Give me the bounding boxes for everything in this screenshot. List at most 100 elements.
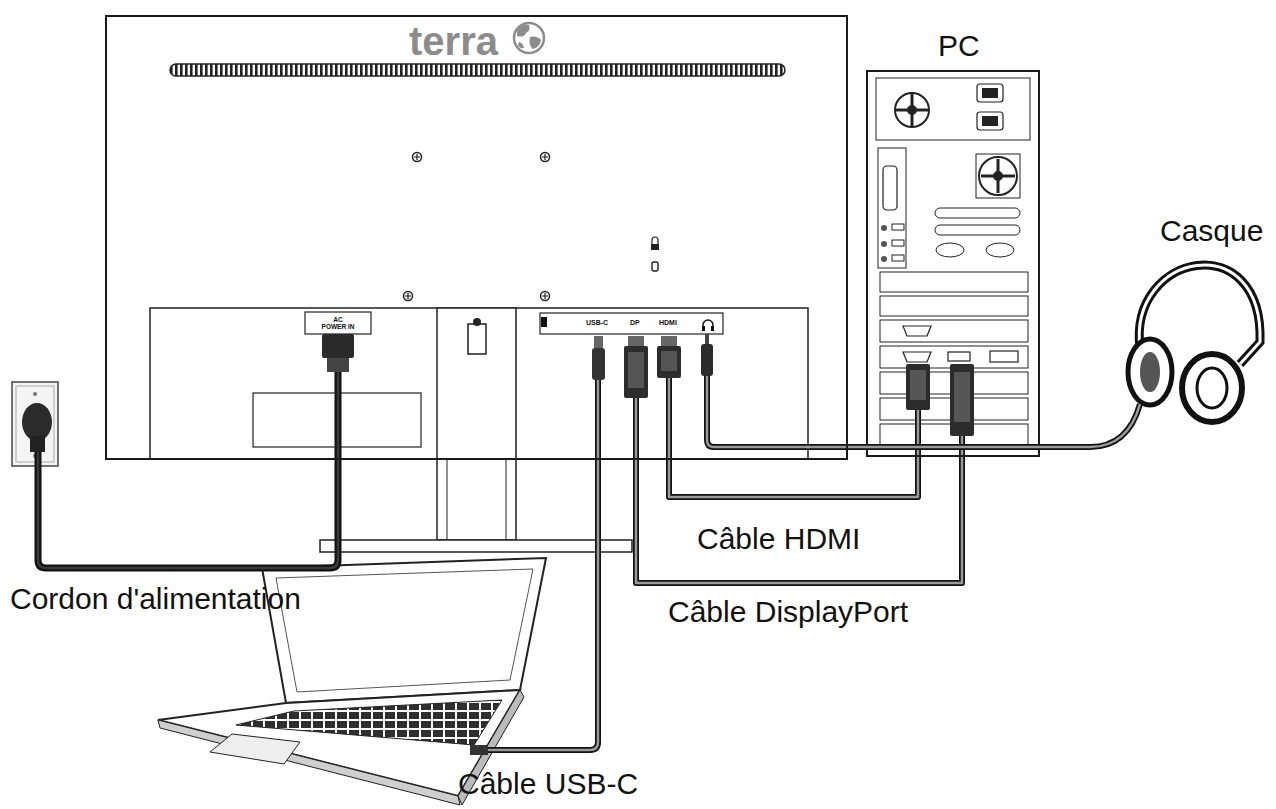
- port-panel: [540, 313, 723, 334]
- monitor-detail: [170, 64, 785, 76]
- monitor-detail: [506, 460, 507, 540]
- pc-detail: [950, 364, 974, 436]
- pc-detail: [892, 240, 904, 246]
- pc-detail: [881, 241, 887, 247]
- cable: [633, 398, 639, 460]
- pc-detail: [892, 255, 904, 261]
- cable: [38, 372, 338, 568]
- pc-detail: [979, 157, 1017, 195]
- pc-detail: [993, 171, 1003, 181]
- monitor-detail: [150, 64, 808, 552]
- cable-core: [669, 457, 918, 497]
- laptop: [236, 700, 502, 745]
- pc-detail: [936, 243, 964, 257]
- pc-detail: [954, 372, 970, 422]
- headphones-drawing: [1197, 368, 1227, 408]
- laptop: [210, 734, 300, 764]
- screw: [404, 292, 413, 301]
- pc-detail: [880, 296, 1028, 316]
- port-label: AC POWER IN: [321, 316, 355, 331]
- port-panel: [540, 313, 723, 334]
- wall-outlet: [30, 436, 45, 452]
- lock-icon: [651, 237, 659, 271]
- port-label: DP: [630, 319, 640, 326]
- cable-label: Câble USB-C: [458, 769, 638, 799]
- cable: [917, 410, 920, 457]
- cable: [707, 376, 848, 447]
- power-inlet: [327, 358, 349, 372]
- pc-detail: [896, 94, 928, 126]
- port-panel: [702, 326, 705, 331]
- pc-detail: [948, 352, 970, 361]
- cable: [38, 372, 338, 568]
- cable-connector: [669, 457, 918, 497]
- globe-logo: [514, 23, 544, 53]
- pc-detail: [881, 225, 887, 231]
- cable: [707, 376, 848, 447]
- pc-detail: [907, 105, 917, 115]
- cable: [666, 378, 672, 460]
- screw: [542, 293, 548, 299]
- pc-detail: [982, 116, 998, 126]
- wall-outlet: [22, 403, 52, 441]
- cable: [488, 380, 598, 750]
- headphones-drawing: [1128, 339, 1172, 405]
- cable-core: [848, 446, 1090, 449]
- cable-plug: [657, 346, 681, 378]
- cable: [488, 380, 598, 750]
- edge-group: [636, 447, 1090, 583]
- cable-plug: [592, 348, 605, 380]
- device-label: Casque: [1160, 216, 1263, 246]
- cable: [38, 372, 1140, 750]
- pc-detail: [977, 112, 1003, 130]
- pc-detail: [883, 166, 897, 210]
- cable-plug: [624, 346, 648, 398]
- pc-detail: [981, 159, 1015, 193]
- cable: [668, 378, 671, 460]
- pc-detail: [878, 148, 906, 268]
- pc-detail: [976, 154, 1020, 198]
- port-panel: [711, 326, 714, 331]
- cable: [1090, 404, 1140, 447]
- port-label: USB-C: [586, 319, 608, 326]
- cable-outline: [669, 457, 918, 497]
- cable: [961, 436, 964, 457]
- headphones: Casque: [1090, 255, 1270, 455]
- lock-icon: [652, 237, 658, 244]
- pc-detail: [977, 84, 1003, 102]
- screw: [404, 153, 550, 301]
- cable-plug: [594, 336, 603, 348]
- pc-detail: [895, 93, 929, 127]
- screw: [414, 154, 420, 160]
- pc-detail: [903, 326, 931, 336]
- pc-detail: [880, 320, 1028, 342]
- cable-outline: [636, 457, 962, 583]
- power-inlet: [305, 312, 371, 372]
- pc-detail: [892, 224, 904, 230]
- cable-label: Câble HDMI: [697, 524, 860, 554]
- pc-detail: [881, 256, 887, 262]
- monitor-detail: [437, 308, 516, 540]
- pc-detail: [982, 88, 998, 98]
- pc-detail: [990, 351, 1018, 362]
- device-label: PC: [938, 31, 980, 61]
- monitor-detail: [447, 460, 448, 540]
- pc-detail: [935, 225, 1020, 235]
- cable-plug: [705, 334, 709, 344]
- cable: [635, 398, 638, 460]
- monitor-back: terra: [105, 15, 848, 460]
- pc-detail: [903, 352, 931, 362]
- laptop: [276, 569, 533, 692]
- cable: [915, 410, 921, 457]
- pc-detail: [986, 243, 1014, 257]
- screw: [542, 154, 548, 160]
- pc-detail: [906, 364, 930, 410]
- globe-logo: [517, 25, 530, 37]
- wall-outlet: [16, 386, 54, 462]
- power-inlet: [305, 312, 371, 334]
